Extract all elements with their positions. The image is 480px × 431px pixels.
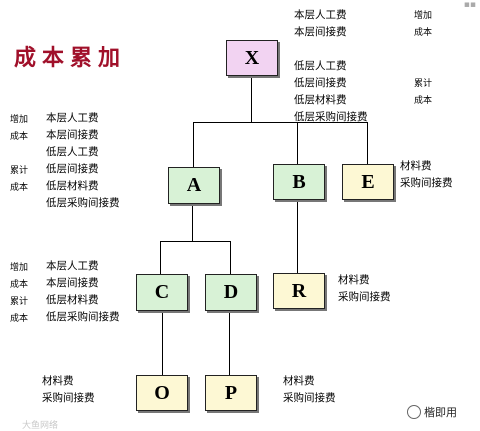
- connector: [160, 241, 161, 274]
- node-a: A: [168, 167, 220, 204]
- o-left-notes: 材料费 采购间接费: [42, 375, 95, 404]
- node-p: P: [205, 375, 257, 411]
- a-left-items: 本层人工费 本层间接费 低层人工费 低层间接费 低层材料费 低层采购间接费: [46, 112, 120, 209]
- connector: [229, 309, 230, 375]
- wechat-icon: [407, 405, 421, 419]
- node-r: R: [273, 273, 325, 309]
- watermark-left: 大鱼网络: [22, 421, 59, 431]
- connector: [251, 75, 252, 122]
- node-o: O: [136, 375, 188, 411]
- x-right-tags: 增加 成本 累计 成本: [414, 11, 433, 106]
- connector: [162, 309, 163, 375]
- c-left-items: 本层人工费 本层间接费 低层材料费 低层采购间接费: [46, 260, 120, 323]
- r-right-notes: 材料费 采购间接费: [338, 274, 391, 303]
- connector: [193, 122, 368, 123]
- e-right-notes: 材料费 采购间接费: [400, 160, 453, 189]
- connector: [367, 122, 368, 164]
- p-right-notes: 材料费 采购间接费: [283, 375, 336, 404]
- x-right-items: 本层人工费 本层间接费 低层人工费 低层间接费 低层材料费 低层采购间接费: [294, 9, 368, 123]
- connector: [297, 122, 298, 164]
- node-e: E: [342, 164, 394, 200]
- connector: [192, 203, 193, 241]
- connector: [160, 241, 231, 242]
- a-left-tags: 增加 成本 累计 成本: [10, 115, 29, 193]
- corner-icon: ▪▪: [463, 0, 476, 10]
- node-d: D: [205, 274, 257, 311]
- connector: [297, 199, 298, 273]
- diagram-title: 成本累加: [14, 45, 127, 71]
- node-c: C: [136, 274, 188, 311]
- node-b: B: [273, 164, 325, 200]
- connector: [230, 241, 231, 274]
- c-left-tags: 增加 成本 累计 成本: [10, 263, 29, 324]
- connector: [193, 122, 194, 167]
- node-x: X: [226, 40, 278, 76]
- watermark-right: 楷即用: [424, 406, 457, 419]
